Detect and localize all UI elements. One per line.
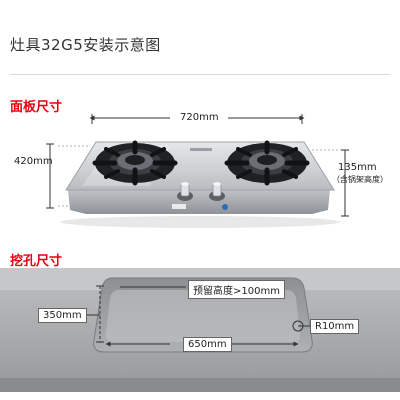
right-burner bbox=[224, 140, 310, 186]
width-dimension-line bbox=[89, 114, 305, 124]
cutout-depth-dimension-line bbox=[84, 285, 104, 343]
panel-width-label: 720mm bbox=[180, 112, 219, 123]
cooktop-illustration bbox=[60, 140, 340, 228]
front-label bbox=[172, 204, 186, 209]
panel-height-label: 135mm bbox=[338, 162, 377, 173]
right-knob-icon bbox=[209, 182, 225, 201]
panel-section-label: 面板尺寸 bbox=[10, 100, 63, 115]
radius-marker bbox=[292, 320, 310, 332]
panel-depth-label: 420mm bbox=[14, 156, 53, 167]
clearance-height-label: 预留高度>100mm bbox=[188, 280, 285, 299]
cutout-depth-label: 350mm bbox=[38, 308, 87, 323]
brand-plate bbox=[190, 148, 212, 151]
depth-dimension-line bbox=[46, 143, 88, 209]
panel-height-note: （含锅架高度） bbox=[332, 175, 388, 184]
left-knob-icon bbox=[177, 182, 193, 201]
left-burner bbox=[92, 140, 178, 186]
page-title: 灶具32G5安装示意图 bbox=[10, 36, 161, 54]
cutout-radius-label: R10mm bbox=[310, 319, 360, 334]
cutout-section-label: 挖孔尺寸 bbox=[10, 254, 63, 269]
cutout-width-label: 650mm bbox=[183, 337, 232, 352]
ignition-indicator-icon bbox=[222, 204, 228, 210]
height-dimension-line bbox=[312, 149, 349, 217]
title-divider bbox=[10, 74, 390, 75]
